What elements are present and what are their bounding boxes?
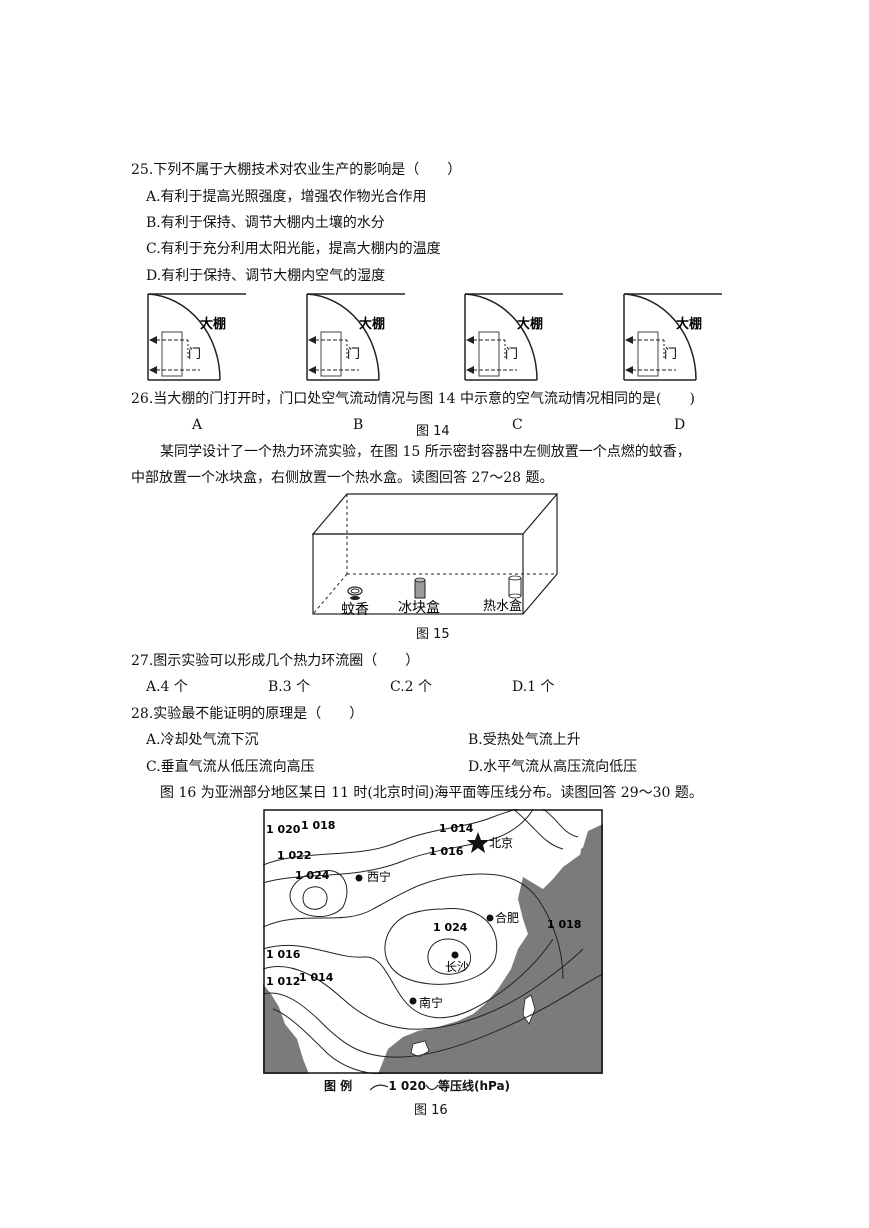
hefei-dot: [486, 914, 494, 922]
q28-option-b: B.受热处气流上升: [468, 732, 581, 748]
mosquito-coil-icon: [347, 586, 363, 600]
mosquito-coil-label: 蚊香: [341, 602, 369, 618]
q28-option-d: D.水平气流从高压流向低压: [468, 759, 638, 775]
q27-stem: 27.图示实验可以形成几个热力环流圈（ ）: [131, 653, 420, 669]
isobar-label-1024-west: 1 024: [295, 869, 330, 882]
greenhouse-diagram-b: 大棚 门: [306, 293, 405, 381]
figure-14: 大棚 门 大棚 门 大棚 门 大棚 门: [147, 293, 722, 381]
legend-isobar-icon: [369, 1083, 389, 1090]
isobar-label-1016-north: 1 016: [429, 845, 464, 858]
q25-option-b: B.有利于保持、调节大棚内土壤的水分: [146, 215, 385, 231]
sea-region-west: [263, 984, 309, 1074]
q25-option-d: D.有利于保持、调节大棚内空气的湿度: [146, 268, 386, 284]
legend-text: 等压线(hPa): [437, 1079, 511, 1093]
isobar-label-1024-center: 1 024: [433, 921, 468, 934]
figure-15: 蚊香 冰块盒 热水盒: [311, 493, 559, 618]
isobar-label-1018-east: 1 018: [547, 918, 581, 931]
q27-option-d: D.1 个: [512, 679, 555, 695]
fig14-choice-a: A: [192, 417, 203, 433]
xining-label: 西宁: [367, 869, 391, 884]
q25-option-c: C.有利于充分利用太阳光能，提高大棚内的温度: [146, 241, 441, 257]
fig16-caption: 图 16: [414, 1103, 448, 1118]
nanning-dot: [409, 997, 417, 1005]
greenhouse-label-b: 大棚: [359, 316, 385, 332]
greenhouse-label-d: 大棚: [676, 316, 702, 332]
intro27-line1: 某同学设计了一个热力环流实验，在图 15 所示密封容器中左侧放置一个点燃的蚊香，: [160, 444, 691, 460]
greenhouse-diagram-c: 大棚 门: [464, 293, 563, 381]
legend-title: 图 例: [324, 1079, 353, 1093]
greenhouse-label-c: 大棚: [517, 316, 543, 332]
q27-option-c: C.2 个: [390, 679, 433, 695]
isobar-label-1014-north: 1 014: [439, 822, 474, 835]
xining-dot: [355, 874, 363, 882]
intro29-text: 图 16 为亚洲部分地区某日 11 时(北京时间)海平面等压线分布。读图回答 2…: [160, 785, 703, 801]
door-label-d: 门: [664, 347, 677, 362]
hefei-label: 合肥: [495, 910, 519, 925]
legend-value: 1 020: [388, 1079, 426, 1093]
fig14-choice-b: B: [353, 417, 364, 433]
taiwan-island: [522, 994, 536, 1025]
door-label-a: 门: [188, 347, 201, 362]
isobar-label-1012: 1 012: [266, 975, 300, 988]
q27-option-b: B.3 个: [268, 679, 311, 695]
isobar-label-1022: 1 022: [277, 849, 311, 862]
korea-region: [577, 844, 595, 891]
sea-region-east: [378, 824, 603, 1074]
isobar-label-1014-west: 1 014: [299, 971, 334, 984]
changsha-label: 长沙: [445, 960, 469, 974]
ice-box-label: 冰块盒: [398, 599, 440, 616]
isobar-label-1020: 1 020: [266, 823, 301, 836]
fig15-caption: 图 15: [416, 627, 450, 642]
q25-stem: 25.下列不属于大棚技术对农业生产的影响是（ ）: [131, 162, 462, 178]
door-label-b: 门: [347, 347, 360, 362]
intro27-line2: 中部放置一个冰块盒，右侧放置一个热水盒。读图回答 27～28 题。: [131, 470, 554, 486]
isobar-label-1018-west: 1 018: [301, 819, 335, 832]
changsha-dot: [451, 951, 459, 959]
fig14-choice-c: C: [512, 417, 523, 433]
q28-option-a: A.冷却处气流下沉: [146, 732, 259, 748]
fig14-choice-d: D: [674, 417, 686, 433]
fig14-caption: 图 14: [416, 424, 450, 439]
hot-water-box-label: 热水盒: [483, 598, 522, 614]
fig16-legend: 图 例 1 020 等压线(hPa): [324, 1077, 510, 1094]
q27-option-a: A.4 个: [146, 679, 188, 695]
q25-option-a: A.有利于提高光照强度，增强农作物光合作用: [146, 189, 427, 205]
q28-stem: 28.实验最不能证明的原理是（ ）: [131, 706, 364, 722]
door-label-c: 门: [505, 347, 518, 362]
legend-isobar-icon-tail: [425, 1084, 439, 1090]
beijing-label: 北京: [489, 836, 513, 850]
greenhouse-label-a: 大棚: [200, 316, 226, 332]
isobar-label-1016-west: 1 016: [266, 948, 301, 961]
greenhouse-diagram-d: 大棚 门: [623, 293, 722, 381]
hot-water-box-icon: [508, 575, 522, 599]
q28-option-c: C.垂直气流从低压流向高压: [146, 759, 315, 775]
figure-16-isobar-map: 北京 西宁 合肥 长沙 南宁 1 020 1 018 1 022 1 024 1…: [263, 809, 603, 1074]
ice-box-icon: [414, 577, 426, 599]
q26-stem: 26.当大棚的门打开时，门口处空气流动情况与图 14 中示意的空气流动情况相同的…: [131, 391, 695, 407]
greenhouse-diagram-a: 大棚 门: [147, 293, 246, 381]
nanning-label: 南宁: [419, 995, 443, 1010]
beijing-star-icon: [467, 832, 489, 853]
